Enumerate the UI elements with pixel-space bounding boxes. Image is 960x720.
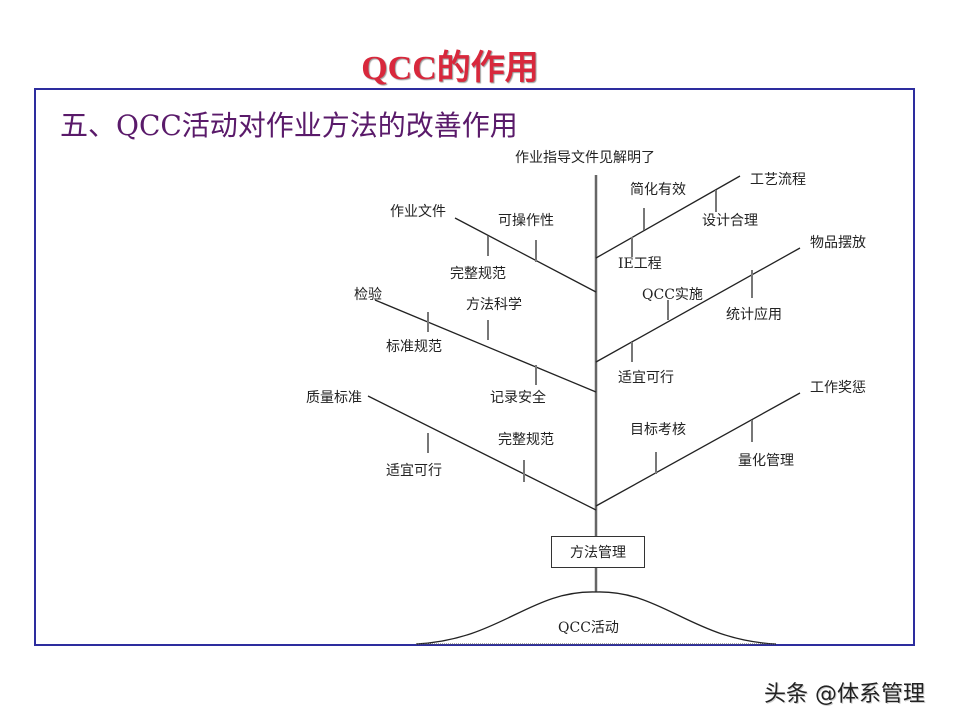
branch-label: 物品摆放 <box>810 235 866 251</box>
leaf-label: 设计合理 <box>702 213 758 229</box>
branch-label: 检验 <box>354 287 382 303</box>
watermark: 头条 @体系管理 <box>764 682 925 707</box>
leaf-label: QCC实施 <box>642 287 703 303</box>
branch-label: 质量标准 <box>306 390 362 406</box>
section-heading: 五、QCC活动对作业方法的改善作用 <box>60 109 518 142</box>
method-management-box: 方法管理 <box>551 536 645 568</box>
branch-line-检验 <box>374 299 597 393</box>
leaf-label: 统计应用 <box>726 307 782 323</box>
root-label: QCC活动 <box>558 620 619 636</box>
branch-line-工作奖惩 <box>595 392 801 507</box>
method-management-label: 方法管理 <box>570 545 626 561</box>
branch-line-工艺流程 <box>595 175 741 259</box>
leaf-label: 适宜可行 <box>618 370 674 386</box>
bell-curve <box>415 591 777 645</box>
top-label: 作业指导文件见解明了 <box>515 150 655 166</box>
leaf-label: 完整规范 <box>498 432 554 448</box>
leaf-label: 适宜可行 <box>386 463 442 479</box>
slide-title: QCC的作用 <box>361 50 539 87</box>
leaf-label: 完整规范 <box>450 266 506 282</box>
leaf-label: 标准规范 <box>386 339 442 355</box>
branch-line-作业文件 <box>454 217 597 293</box>
branch-line-物品摆放 <box>595 247 801 363</box>
content-frame <box>34 88 915 646</box>
leaf-label: 量化管理 <box>738 453 794 469</box>
leaf-label: 可操作性 <box>498 213 554 229</box>
branch-line-质量标准 <box>367 395 597 511</box>
leaf-label: 目标考核 <box>630 422 686 438</box>
leaf-label: 记录安全 <box>490 390 546 406</box>
branch-label: 工作奖惩 <box>810 380 866 396</box>
branch-label: 作业文件 <box>390 204 446 220</box>
leaf-label: IE工程 <box>618 256 662 272</box>
leaf-label: 简化有效 <box>630 182 686 198</box>
branch-label: 工艺流程 <box>750 172 806 188</box>
leaf-label: 方法科学 <box>466 297 522 313</box>
